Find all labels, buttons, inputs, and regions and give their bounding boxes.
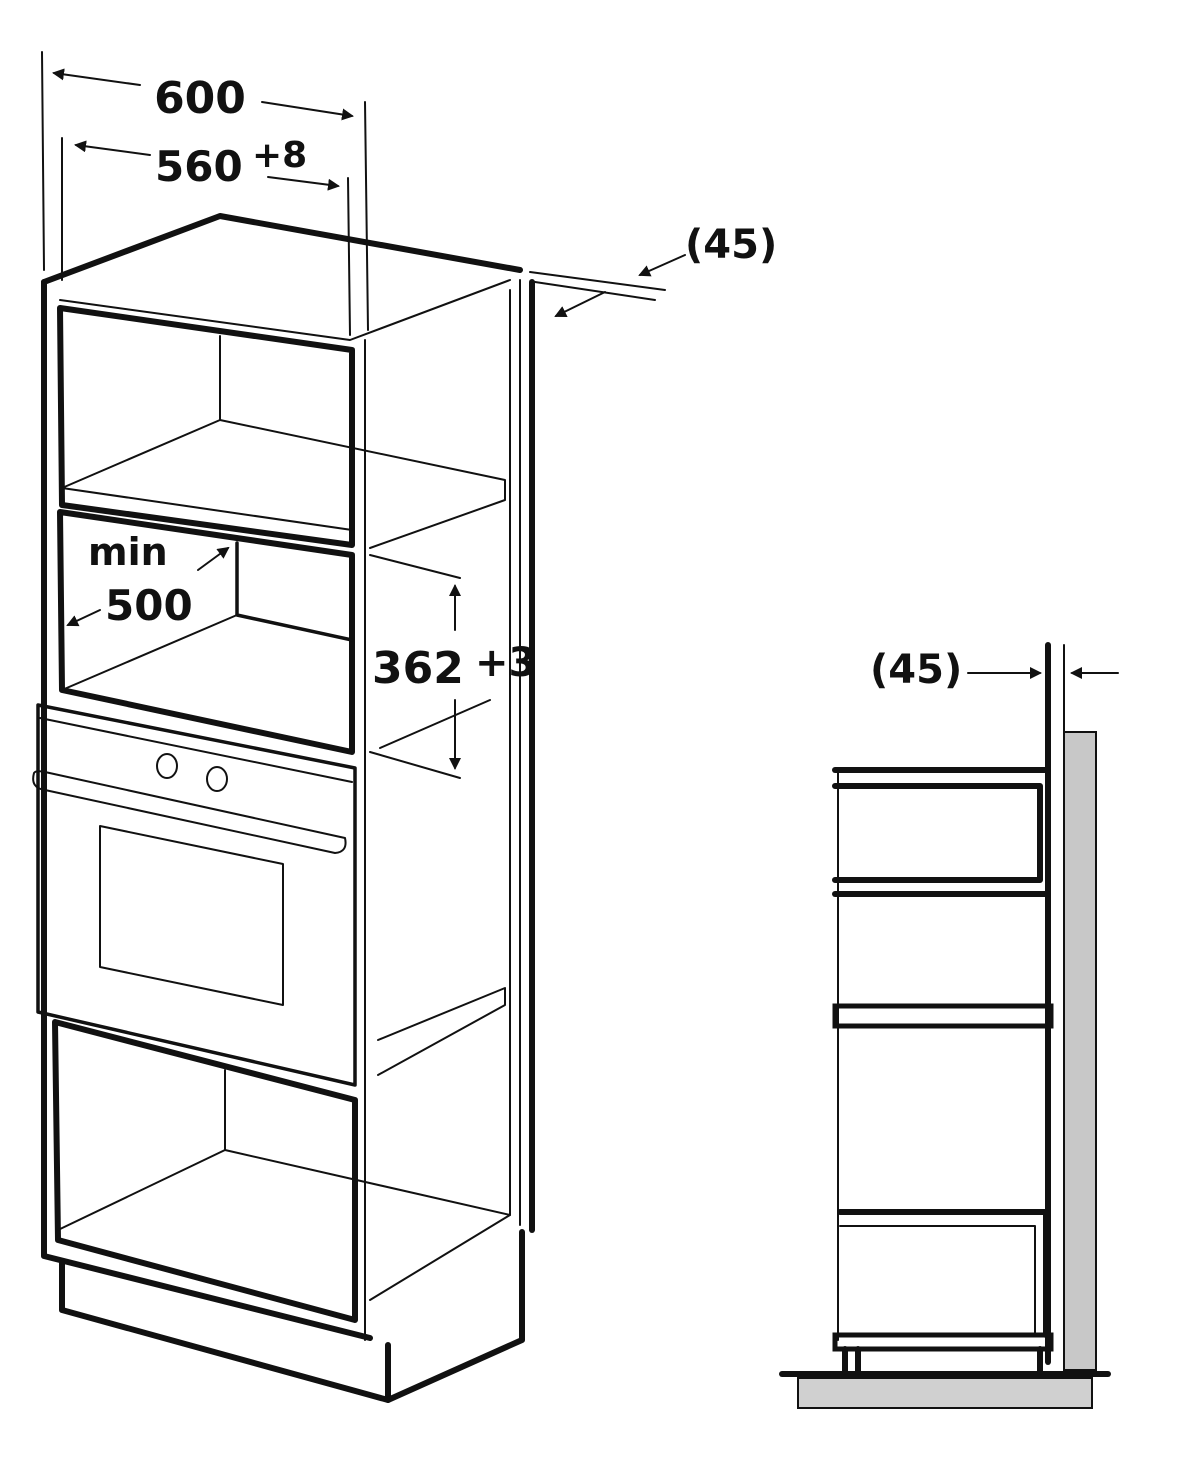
cabinet-top-back-edge (41, 213, 523, 285)
dim-600-label: 600 (154, 73, 246, 124)
dimension-min-500: min 500 (66, 530, 230, 630)
lower-compartment-floor (224, 1149, 511, 1301)
dim-560-arrow-left (74, 140, 151, 156)
niche-back-inner (235, 541, 354, 642)
dim-600-ext-left (41, 51, 45, 271)
dim-45-top-ext-2 (534, 281, 656, 301)
dim-362-tolerance: +3 (475, 640, 536, 686)
middle-shelf (832, 1003, 1054, 1029)
dimension-560: 560 +8 (61, 135, 351, 336)
dim-500-arrow-back (197, 546, 230, 571)
bottom-compartment-inner (839, 1225, 1036, 1336)
side-section-view: (45) (779, 642, 1119, 1409)
niche-bottom-ext-line (369, 751, 461, 779)
dim-min-label: min (88, 530, 168, 574)
oven-window (99, 825, 284, 1006)
dim-500-label: 500 (105, 581, 193, 630)
upper-compartment-frame (57, 305, 355, 548)
floor (797, 1377, 1093, 1409)
bottom-compartment-top (837, 1209, 1049, 1338)
wall (1063, 731, 1097, 1371)
upper-shelf-front (61, 487, 353, 531)
oven-control-panel-line (39, 717, 353, 783)
dimension-45-top: (45) (529, 222, 777, 317)
plinth-legs (842, 1346, 1043, 1375)
dim-362-label: 362 (372, 643, 464, 694)
dim-45-top-label: (45) (685, 222, 777, 268)
dim-600-arrow-left (52, 68, 141, 86)
dim-45-top-arrow-1 (638, 254, 686, 277)
cabinet-left-side (41, 279, 373, 1341)
bottom-board (832, 1332, 1054, 1352)
cabinet-plinth (59, 1259, 391, 1403)
dim-560-arrow-right (267, 176, 340, 191)
dim-560-ext-right (347, 177, 351, 336)
dimension-600: 600 (41, 51, 369, 331)
tall-cabinet (32, 213, 535, 1403)
dim-45-top-ext-1 (529, 271, 666, 291)
lower-shelf (377, 987, 506, 1076)
built-in-oven (32, 703, 357, 1087)
lower-compartment-back (57, 1069, 226, 1231)
niche-inner (832, 783, 1043, 883)
dim-560-label: 560 (155, 142, 243, 191)
upper-shelf (219, 419, 506, 549)
dim-45-top-arrow-2 (554, 291, 606, 317)
niche-frame (57, 509, 355, 755)
dim-600-arrow-right (261, 101, 354, 121)
oven-body (36, 703, 357, 1087)
dimension-362: 362 +3 (372, 584, 536, 770)
oven-door-handle (32, 770, 347, 854)
niche-top-ext-line (369, 554, 461, 579)
niche-floor-diag (61, 614, 238, 691)
cabinet-plinth-side (385, 1229, 525, 1403)
lower-compartment-frame (52, 1019, 358, 1323)
dim-500-arrow-front (66, 609, 101, 627)
dim-45-side-label: (45) (870, 647, 962, 693)
upper-compartment-back (61, 335, 221, 489)
oven-knob-right (206, 766, 228, 792)
dim-560-tolerance: +8 (252, 135, 307, 176)
oven-knob-left (156, 753, 178, 779)
cabinet-top-front-edge (59, 279, 511, 341)
niche-bottom-shelf-edge (379, 699, 491, 749)
dim-600-ext-right (364, 101, 369, 331)
